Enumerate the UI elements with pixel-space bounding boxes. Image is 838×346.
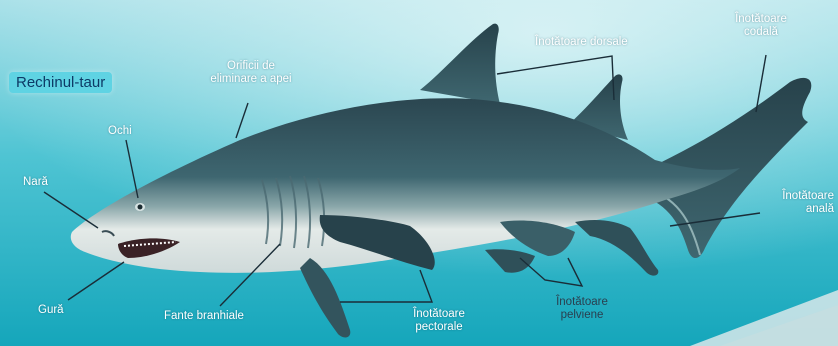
- label-ochi: Ochi: [108, 125, 132, 138]
- label-fante: Fante branhiale: [164, 310, 244, 323]
- label-pelviene: Înotătoare pelviene: [534, 296, 630, 322]
- label-dorsale: Înotătoare dorsale: [535, 36, 628, 49]
- label-gura: Gură: [38, 304, 64, 317]
- label-codala: Înotătoare codală: [706, 13, 816, 39]
- label-anala: Înotătoare anală: [740, 190, 834, 216]
- label-nara: Nară: [23, 176, 48, 189]
- label-pectorale: Înotătoare pectorale: [392, 308, 486, 334]
- label-orifici: Orificii de eliminare a apei: [186, 60, 316, 86]
- diagram-title: Rechinul-taur: [9, 72, 112, 93]
